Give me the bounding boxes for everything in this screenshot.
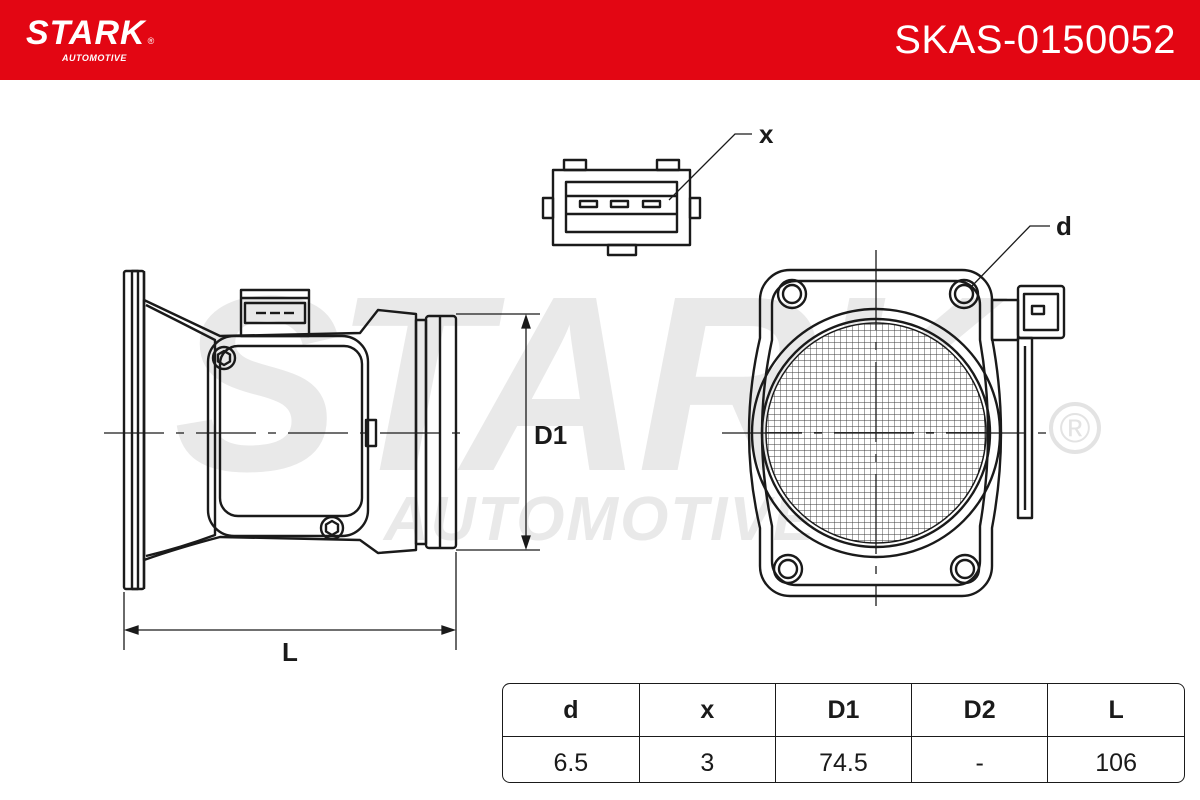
side-housing-connector — [239, 288, 311, 338]
front-bolt-hole-tr-inner — [953, 283, 975, 305]
front-bolt-hole-br-inner — [954, 558, 976, 580]
side-view — [122, 269, 458, 591]
d1-dimension — [456, 313, 540, 551]
front-connector-head — [1016, 284, 1066, 340]
connector-latch-right — [688, 196, 702, 220]
connector-key — [606, 243, 638, 257]
specs-value-d1: 74.5 — [775, 736, 913, 782]
specs-header-d: d — [503, 684, 640, 737]
d1-arrow-bottom — [521, 535, 531, 551]
label-x: x — [759, 119, 774, 149]
specs-value-d: 6.5 — [503, 736, 640, 782]
d-leader-line — [971, 225, 1050, 287]
header-bar: STARK® AUTOMOTIVE SKAS-0150052 — [0, 0, 1200, 80]
side-screw-bottom-head — [324, 519, 340, 537]
specs-grid: d x D1 D2 L 6.5 3 74.5 - 106 — [503, 684, 1184, 782]
specs-header-row: d x D1 D2 L — [503, 684, 1184, 737]
watermark-reg-mark: ® — [1060, 404, 1091, 451]
watermark-subtitle: AUTOMOTIVE — [382, 485, 816, 554]
logo-subtitle: AUTOMOTIVE — [62, 53, 127, 63]
l-arrow-right — [441, 625, 457, 635]
label-l: L — [282, 637, 298, 667]
label-d1: D1 — [534, 420, 567, 450]
d-leader — [971, 225, 1050, 287]
specs-value-x: 3 — [639, 736, 776, 782]
specs-table: d x D1 D2 L 6.5 3 74.5 - 106 — [502, 683, 1185, 783]
connector-latch-left — [541, 196, 555, 220]
connector-pin-1 — [578, 199, 599, 209]
front-bolt-hole-bl — [772, 553, 804, 585]
stark-logo: STARK® AUTOMOTIVE — [26, 14, 155, 63]
front-bolt-hole-tr — [948, 278, 980, 310]
connector-pin-3 — [641, 199, 662, 209]
side-screw-top — [211, 345, 237, 371]
connector-pin-2 — [609, 199, 630, 209]
front-bolt-hole-tl — [776, 278, 808, 310]
side-inlet-flange — [122, 269, 146, 591]
front-bolt-hole-tl-inner — [781, 283, 803, 305]
specs-header-d2: D2 — [911, 684, 1049, 737]
connector-tab-right — [655, 158, 681, 172]
side-sensor-panel — [218, 344, 364, 518]
side-taper-inner — [145, 303, 217, 558]
side-flange-edge — [130, 269, 140, 591]
front-connector-pin — [1030, 304, 1046, 316]
side-screw-top-head — [216, 349, 232, 367]
d1-arrow-top — [521, 313, 531, 329]
connector-inner — [564, 180, 679, 234]
specs-value-d2: - — [911, 736, 1049, 782]
front-connector-stub — [990, 298, 1020, 342]
technical-drawing: STARK AUTOMOTIVE ® x — [104, 119, 1101, 667]
front-flange-inner — [760, 279, 990, 587]
front-connector-inner — [1022, 292, 1060, 332]
specs-value-l: 106 — [1095, 748, 1137, 777]
l-dimension — [123, 552, 457, 650]
logo-brand: STARK — [26, 14, 146, 52]
logo-registered-mark: ® — [147, 36, 155, 46]
specs-header-d1: D1 — [775, 684, 913, 737]
side-screw-bottom — [319, 515, 345, 541]
l-arrow-left — [123, 625, 139, 635]
x-leader — [668, 133, 752, 201]
specs-value-row: 6.5 3 74.5 - 106 — [503, 736, 1184, 782]
x-leader-line — [668, 133, 752, 201]
label-d: d — [1056, 211, 1072, 241]
side-connector-inner — [243, 301, 307, 325]
connector-tab-left — [562, 158, 588, 172]
specs-header-x: x — [639, 684, 776, 737]
front-connector-rib — [1016, 336, 1034, 520]
front-bolt-hole-br — [949, 553, 981, 585]
specs-header-l: L — [1047, 684, 1184, 737]
front-side-connector — [990, 284, 1066, 520]
connector-detail — [541, 158, 702, 257]
watermark-reg-circle — [1049, 402, 1101, 454]
front-bolt-hole-bl-inner — [777, 558, 799, 580]
part-number: SKAS-0150052 — [894, 18, 1176, 62]
